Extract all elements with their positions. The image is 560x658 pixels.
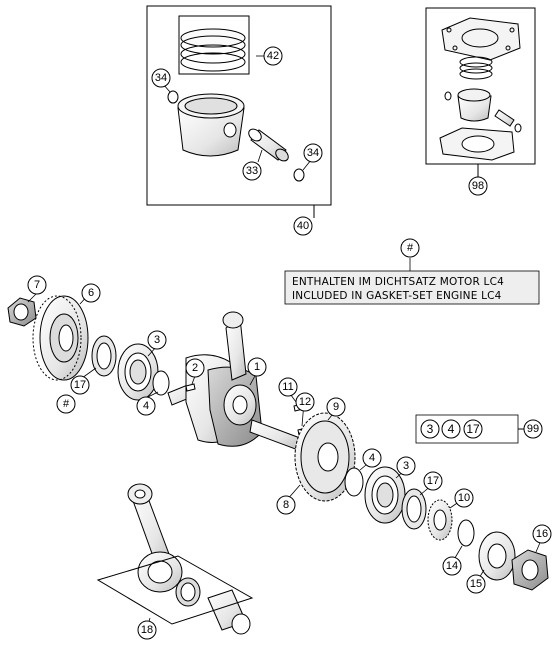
- callout-4: 4: [136, 396, 156, 416]
- piston-small-drawing: [457, 88, 515, 127]
- callout-label: #: [63, 398, 70, 410]
- callout-hash: #: [56, 394, 76, 414]
- callout-18: 18: [137, 620, 157, 640]
- callout-label: 33: [246, 165, 258, 177]
- callout-17: 17: [70, 375, 90, 395]
- callout-8: 8: [276, 495, 296, 515]
- callout-label: 17: [74, 379, 86, 391]
- bearing-drawing: [117, 343, 159, 401]
- callout-label: 14: [446, 560, 458, 572]
- callout-98: 98: [468, 176, 488, 196]
- callout-label: 10: [458, 492, 470, 504]
- spacer-drawing: [478, 531, 516, 581]
- callout-3: 3: [147, 330, 167, 350]
- base-gasket-drawing: [439, 127, 515, 161]
- washer-drawing: [344, 467, 364, 497]
- callout-34: 34: [151, 68, 171, 88]
- ring-drawing: [401, 488, 427, 530]
- piston-rings-drawing: [178, 15, 250, 75]
- callout-label: 3: [403, 460, 409, 472]
- callout-9: 9: [326, 397, 346, 417]
- gear-small-drawing: [427, 499, 453, 541]
- callout-1: 1: [247, 357, 267, 377]
- callout-label: 2: [192, 362, 198, 374]
- kit-result: 99: [527, 423, 539, 435]
- gear-drawing: [32, 295, 89, 381]
- callout-6: 6: [81, 283, 101, 303]
- callout-14: 14: [442, 556, 462, 576]
- callout-34: 34: [303, 143, 323, 163]
- kit-item: 4: [448, 422, 455, 436]
- callout-label: 6: [88, 287, 94, 299]
- circlip-drawing: [167, 90, 179, 104]
- callout-40: 40: [293, 216, 313, 236]
- callout-3: 3: [396, 456, 416, 476]
- callout-label: 9: [333, 401, 339, 413]
- callout-42: 42: [263, 46, 283, 66]
- callout-12: 12: [295, 392, 315, 412]
- callout-33: 33: [242, 161, 262, 181]
- piston-kit-box: [146, 5, 332, 218]
- head-gasket-drawing: [441, 17, 521, 61]
- crankshaft-drawing: [167, 311, 301, 451]
- callout-7: 7: [27, 275, 47, 295]
- callout-label: 4: [143, 400, 149, 412]
- kit-item: 17: [466, 422, 480, 436]
- callout-hash: #: [400, 238, 420, 258]
- callout-10: 10: [454, 488, 474, 508]
- callout-label: 8: [283, 499, 289, 511]
- callout-16: 16: [532, 524, 552, 544]
- callout-label: 1: [254, 361, 260, 373]
- piston-drawing: [177, 93, 245, 157]
- callout-11: 11: [278, 377, 298, 397]
- callout-label: 18: [141, 624, 153, 636]
- callout-label: 11: [282, 381, 293, 393]
- gasket-set-note: ENTHALTEN IM DICHTSATZ MOTOR LC4 INCLUDE…: [284, 270, 540, 305]
- callout-4: 4: [362, 448, 382, 468]
- kit-item: 3: [427, 422, 434, 436]
- callout-label: 15: [470, 578, 482, 590]
- nut-drawing: [7, 297, 37, 327]
- note-line-german: ENTHALTEN IM DICHTSATZ MOTOR LC4: [292, 276, 504, 288]
- callout-label: #: [407, 242, 414, 254]
- callout-label: 98: [472, 180, 484, 192]
- conrod-set-drawing: [96, 483, 254, 635]
- piston-rings-small-drawing: [459, 56, 493, 80]
- woodruff-key-drawing: [185, 383, 196, 392]
- callout-label: 34: [155, 72, 167, 84]
- callout-label: 17: [427, 475, 439, 487]
- ring-drawing: [91, 335, 117, 377]
- kit-bracket: 3 4 17 99: [415, 414, 543, 444]
- callout-label: 42: [267, 50, 279, 62]
- gasket-kit-box: [425, 7, 536, 177]
- piston-pin-drawing: [248, 128, 289, 162]
- washer-drawing: [152, 370, 170, 396]
- circlip-drawing: [457, 519, 475, 547]
- callout-15: 15: [466, 574, 486, 594]
- bearing-drawing: [364, 466, 406, 524]
- callout-label: 16: [536, 528, 548, 540]
- circlip-drawing: [293, 168, 305, 182]
- note-line-english: INCLUDED IN GASKET-SET ENGINE LC4: [292, 290, 502, 302]
- callout-2: 2: [185, 358, 205, 378]
- sprocket-drawing: [294, 412, 356, 502]
- callout-label: 3: [154, 334, 160, 346]
- callout-label: 7: [34, 279, 40, 291]
- callout-label: 34: [307, 147, 319, 159]
- callout-label: 4: [369, 452, 375, 464]
- callout-label: 40: [297, 220, 309, 232]
- callout-label: 12: [299, 396, 311, 408]
- nut-drawing: [511, 549, 549, 591]
- callout-17: 17: [423, 471, 443, 491]
